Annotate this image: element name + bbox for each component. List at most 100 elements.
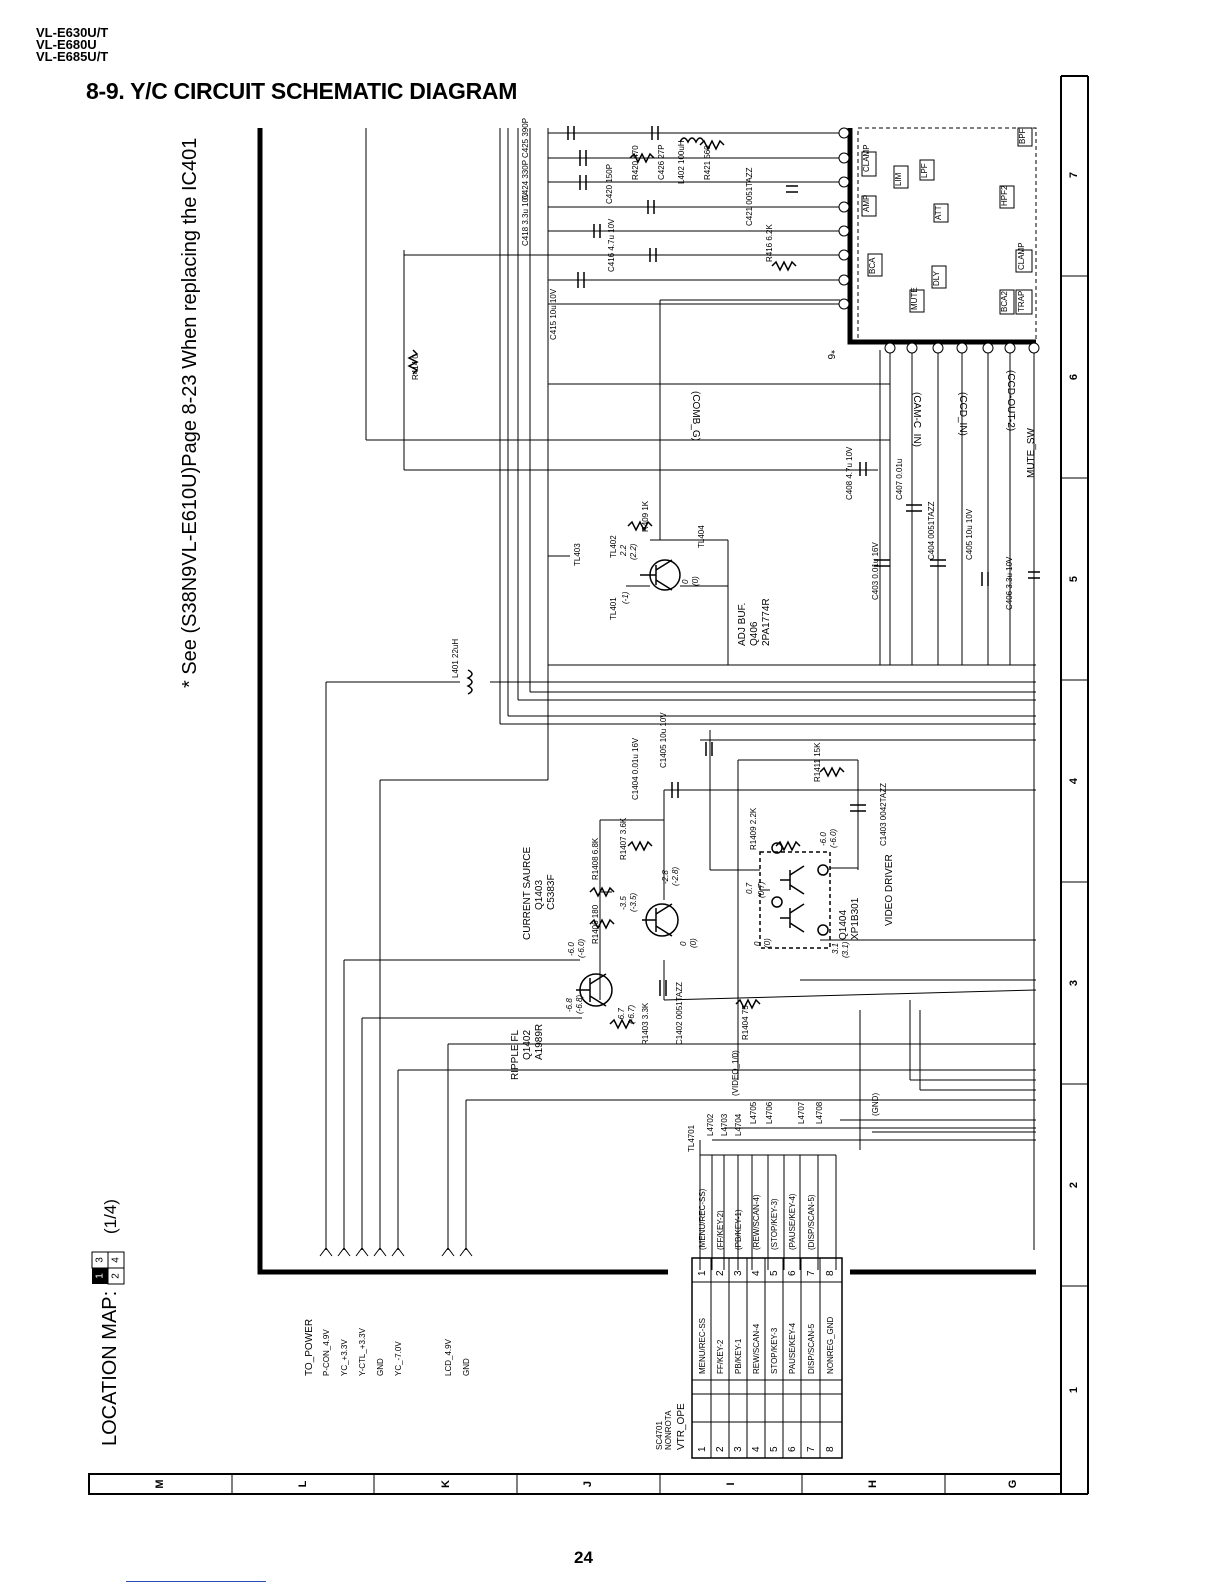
grid-col-2: 2 (1068, 1182, 1080, 1188)
location-map-cell-1: 1 (95, 1273, 106, 1279)
net-label-ccd-in: (CCD_IN) (957, 392, 968, 436)
c424-label: C424 330P (521, 160, 530, 200)
net-label-mute-sw: MUTE_SW (1026, 427, 1037, 478)
conn-num-left-8: 8 (825, 1446, 836, 1452)
conn-pin-6: PAUSE/KEY-4 (788, 1322, 797, 1374)
v-ripple-1: -6.8 (565, 998, 574, 1012)
ic-label-mute: MUTE (910, 287, 919, 310)
model-number-1: VL-E630U/T (36, 25, 109, 40)
ic-label-dly: DLY (932, 270, 941, 286)
c406-label: C406 3.3u 10V (1005, 556, 1014, 610)
conn-num-left-3: 3 (733, 1446, 744, 1452)
conn-pin-8: NONREG_GND (826, 1316, 835, 1374)
v-current-4: (-3.5) (629, 893, 638, 912)
conn-num-3: 3 (733, 1270, 744, 1276)
adj-buf-ref: Q406 (749, 621, 760, 646)
l47-4: L4704 (734, 1113, 743, 1136)
r1411-label: R1411 15K (813, 742, 822, 782)
ic401-block (838, 127, 1040, 354)
signal-3: (PB/KEY-1) (734, 1209, 743, 1250)
signal-2: (FF/KEY-2) (716, 1210, 725, 1250)
ripple-ref: Q1402 (522, 1030, 533, 1060)
current-source-part: C5383F (546, 874, 557, 910)
c403-label: C403 0.01u 16V (871, 542, 880, 600)
l47-8: L4708 (815, 1101, 824, 1124)
ripple-part: A1989R (534, 1024, 545, 1060)
location-map: LOCATION MAP: 1 3 2 4 (1/4) (91, 1199, 125, 1446)
video-out-label: (VIDEO_1/0) (731, 1050, 740, 1096)
net-label-comb-g: (COMB_G) (690, 391, 701, 441)
r421-label: R421 560 (703, 145, 712, 180)
tl403-label: TL403 (573, 543, 582, 566)
ic-label-clamp-1: CLAMP (862, 144, 871, 172)
ic-label-lim: LIM (894, 172, 903, 186)
current-source-ref: Q1403 (534, 880, 545, 910)
signal-6: (PAUSE/KEY-4) (788, 1193, 797, 1250)
conn-num-left-1: 1 (697, 1446, 708, 1452)
grid-row-i: I (725, 1482, 737, 1485)
c421-label: C421 0051TAZZ (745, 167, 754, 226)
l401-label: L401 22uH (451, 639, 460, 678)
conn-num-2: 2 (715, 1270, 726, 1276)
conn-pin-7: DISP/SCAN-5 (807, 1323, 816, 1374)
board-boundary (257, 128, 1036, 1275)
video-driver-ref: Q1404 (838, 910, 849, 940)
v-current-2: (-6.0) (577, 939, 586, 958)
ic-label-lpf: LPF (920, 163, 929, 178)
conn-num-7: 7 (806, 1270, 817, 1276)
conn-pin-2: FF/KEY-2 (716, 1339, 725, 1374)
v-current-8: (0) (689, 938, 698, 948)
grid-row-l: L (297, 1480, 309, 1487)
tl401-label: TL401 (609, 597, 618, 620)
v-driver-2: (0.7) (757, 881, 766, 898)
c404-label: C404 0051TAZZ (927, 501, 936, 560)
c416-label: C416 4.7u 10V (607, 218, 616, 272)
c1404-label: C1404 0.01u 16V (631, 737, 640, 800)
v-current-3: -3.5 (619, 896, 628, 910)
power-pin-1: P-CON_4.9V (322, 1329, 331, 1376)
r1408-label: R1408 6.8K (591, 837, 600, 880)
ic-label-att: ATT (934, 205, 943, 220)
lcd-pin-1: LCD_4.9V (444, 1338, 453, 1376)
v-ripple-4: (-6.7) (627, 1005, 636, 1024)
power-pin-3: Y-CTL_+3.3V (358, 1327, 367, 1376)
conn-num-1: 1 (697, 1270, 708, 1276)
v-adj-3: 0 (681, 579, 690, 584)
ic-label-trap: TRAP (1017, 291, 1026, 312)
v-adj-4: (0) (691, 576, 700, 586)
transistor-q1403 (642, 903, 679, 937)
signal-1: (MENU/REC-SS) (698, 1188, 707, 1250)
l47-3: L4703 (720, 1113, 729, 1136)
power-pin-2: YC_+3.3V (340, 1339, 349, 1376)
v-driver-3: 0 (753, 941, 762, 946)
r1403-label: R1403 3.3K (641, 1002, 650, 1045)
current-source-name: CURRENT SAURCE (522, 847, 533, 940)
grid-col-1: 1 (1068, 1387, 1080, 1393)
conn-num-5: 5 (769, 1270, 780, 1276)
ic-label-bpf: BPF (1018, 128, 1027, 144)
ic-label-amp: AMP (862, 195, 871, 212)
v-current-5: -2.8 (661, 870, 670, 884)
c405-label: C405 10u 10V (965, 508, 974, 560)
r416-label: R416 6.2K (765, 224, 774, 262)
grid-row-h: H (867, 1480, 879, 1488)
page-number: 24 (574, 1548, 593, 1567)
l47-7: L4707 (797, 1101, 806, 1124)
conn-num-8: 8 (825, 1270, 836, 1276)
ic-label-clamp-2: CLAMP (1017, 242, 1026, 270)
l47-6: L4706 (765, 1101, 774, 1124)
grid-row-j: J (582, 1481, 594, 1487)
c426-label: C426 27P (657, 144, 666, 180)
connector-sub: NONROTA (664, 1410, 673, 1450)
grid-frame (88, 75, 1089, 1495)
grid-col-4: 4 (1068, 777, 1080, 784)
c407-label: C407 0.01u (895, 459, 904, 500)
conn-num-6: 6 (787, 1270, 798, 1276)
v-driver-4: (0) (763, 938, 772, 948)
v-driver-7: -6.0 (819, 832, 828, 846)
v-ripple-2: (-6.8) (575, 995, 584, 1014)
model-number-2: VL-E680U (36, 37, 97, 52)
conn-pin-3: PB/KEY-1 (734, 1338, 743, 1374)
r1407-label: R1407 3.6K (619, 817, 628, 860)
